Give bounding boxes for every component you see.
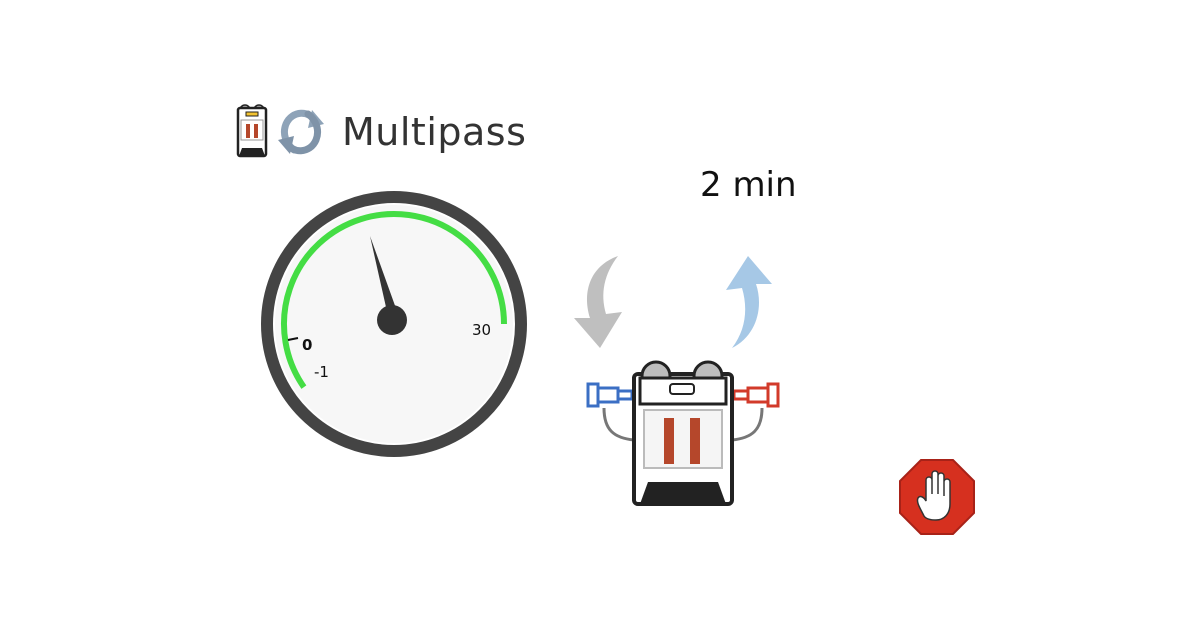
red-outlet-connector	[732, 382, 780, 408]
app-header: Multipass	[232, 100, 526, 164]
pressure-gauge: 30 0 -1	[261, 191, 527, 457]
pump-machine-icon	[586, 360, 780, 506]
duration-label: 2 min	[700, 165, 797, 205]
curved-arrow-up-icon	[726, 256, 772, 348]
tick-label-30: 30	[472, 321, 491, 339]
curved-arrow-down-icon	[574, 256, 622, 348]
gauge-hub	[377, 305, 407, 335]
tick-label-minus-1: -1	[314, 363, 329, 381]
pump-machine-icon	[236, 104, 268, 158]
tick-mark-0	[287, 337, 299, 341]
stop-hand-icon[interactable]	[898, 458, 976, 536]
tick-label-0: 0	[302, 336, 312, 354]
blue-inlet-connector	[586, 382, 634, 408]
refresh-icon	[278, 109, 324, 155]
app-title: Multipass	[342, 110, 527, 154]
gauge-needle	[370, 236, 398, 316]
gauge-green-arc	[281, 211, 507, 389]
